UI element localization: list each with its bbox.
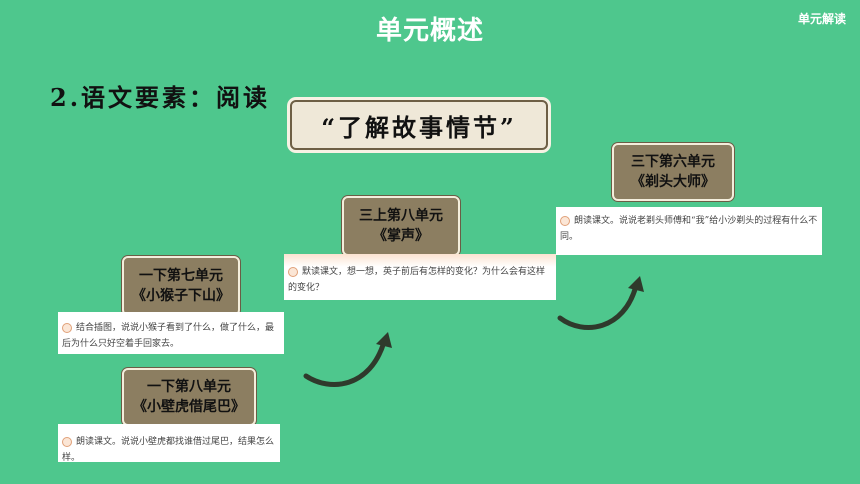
progress-arrow-icon: [303, 332, 392, 387]
unit-box-grade3-unit8: 三上第八单元 《掌声》: [342, 196, 460, 256]
bullet-icon: [288, 266, 298, 277]
task-text: 结合插图，说说小猴子看到了什么，做了什么，最后为什么只好空着手回家去。: [62, 323, 275, 349]
theme-box: “了解故事情节”: [290, 100, 548, 150]
unit-box-grade1-unit8: 一下第八单元 《小壁虎借尾巴》: [122, 368, 256, 426]
unit-box-grade3-unit6: 三下第六单元 《剃头大师》: [612, 143, 734, 201]
theme-text: “了解故事情节”: [321, 112, 517, 142]
progress-arrow-icon: [557, 276, 644, 330]
unit-grade-label: 三上第八单元: [359, 208, 443, 224]
unit-lesson-title: 《掌声》: [373, 228, 429, 244]
task-card-grade1-unit7: 结合插图，说说小猴子看到了什么，做了什么，最后为什么只好空着手回家去。: [58, 312, 284, 354]
bullet-icon: [560, 215, 570, 226]
unit-grade-label: 三下第六单元: [631, 154, 715, 170]
task-card-grade3-unit8: 默读课文，想一想，英子前后有怎样的变化？为什么会有这样的变化？: [284, 254, 556, 300]
task-text: 朗读课文。说说老剃头师傅和“我”给小沙剃头的过程有什么不同。: [560, 216, 818, 242]
unit-grade-label: 一下第八单元: [147, 379, 231, 395]
task-text: 朗读课文。说说小壁虎都找谁借过尾巴，结果怎么样。: [62, 437, 275, 463]
bullet-icon: [62, 436, 72, 447]
unit-box-grade1-unit7: 一下第七单元 《小猴子下山》: [122, 256, 240, 316]
page-title: 单元概述: [375, 16, 484, 46]
section-tag: 单元解读: [797, 12, 846, 26]
section-heading: 2.语文要素：阅读: [50, 83, 271, 112]
unit-lesson-title: 《剃头大师》: [631, 174, 715, 190]
unit-lesson-title: 《小猴子下山》: [132, 288, 230, 304]
task-card-grade1-unit8: 朗读课文。说说小壁虎都找谁借过尾巴，结果怎么样。: [58, 424, 280, 463]
task-text: 默读课文，想一想，英子前后有怎样的变化？为什么会有这样的变化？: [288, 267, 546, 293]
unit-lesson-title: 《小壁虎借尾巴》: [133, 399, 245, 415]
bullet-icon: [62, 322, 72, 333]
task-card-grade3-unit6: 朗读课文。说说老剃头师傅和“我”给小沙剃头的过程有什么不同。: [556, 207, 822, 255]
unit-grade-label: 一下第七单元: [139, 268, 223, 284]
